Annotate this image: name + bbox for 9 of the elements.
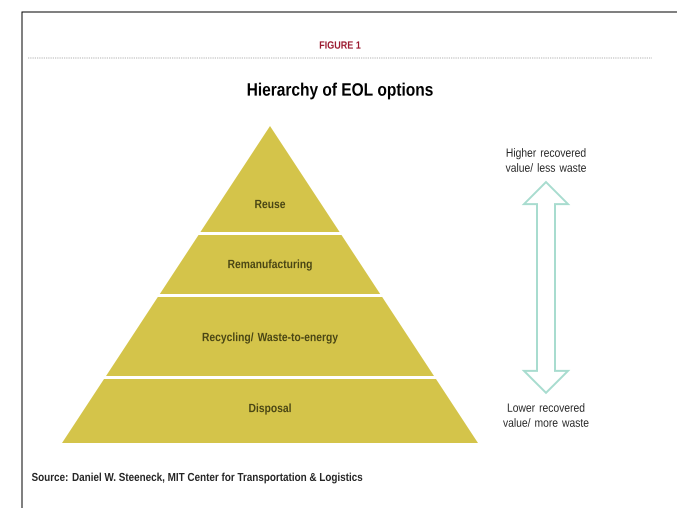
pyramid-level: Remanufacturing bbox=[160, 235, 380, 294]
pyramid-level: Disposal bbox=[62, 379, 478, 443]
pyramid-level: Recycling/ Waste-to-energy bbox=[106, 297, 434, 376]
scale-label: Higher recovered value/ less waste bbox=[506, 148, 586, 172]
title: Hierarchy of EOL options bbox=[248, 82, 433, 100]
pyramid-level: Reuse bbox=[200, 126, 340, 232]
scale-label: Lower recovered value/ more waste bbox=[503, 403, 589, 427]
figure-label: FIGURE 1 bbox=[320, 41, 361, 49]
caption: Source: Daniel W. Steeneck, MIT Center for Transportation & Logistics bbox=[32, 472, 362, 484]
